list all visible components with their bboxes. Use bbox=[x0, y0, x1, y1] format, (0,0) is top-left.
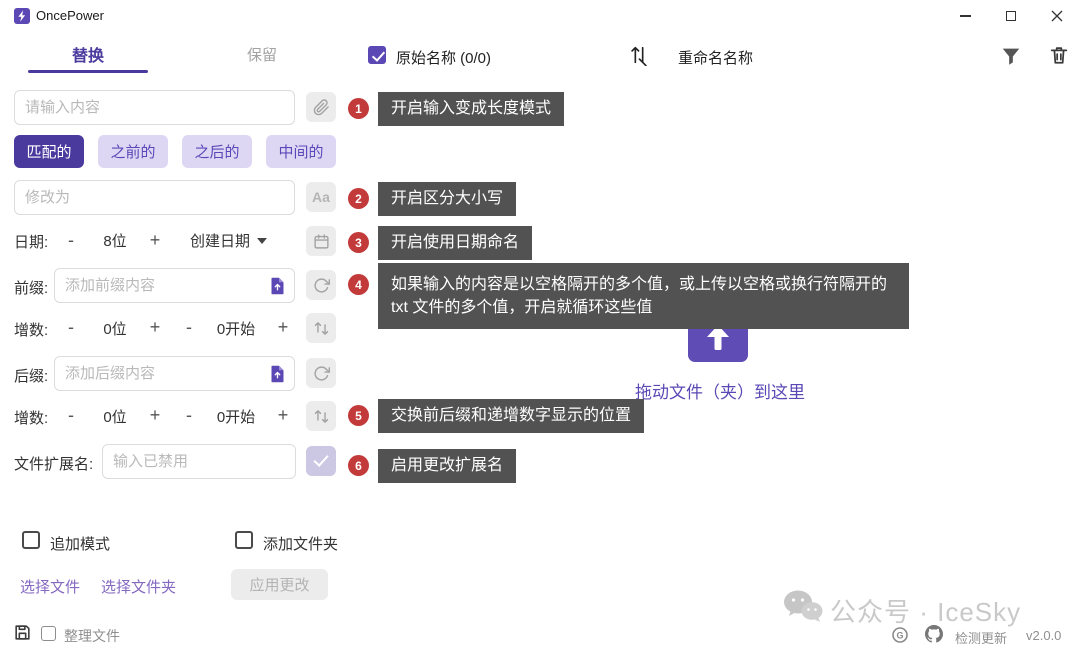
suffix-label: 后缀: bbox=[14, 368, 49, 385]
swap-arrows-icon bbox=[314, 409, 328, 423]
tooltip-6: 启用更改扩展名 bbox=[378, 449, 517, 483]
tooltip-3: 开启使用日期命名 bbox=[378, 226, 533, 260]
inc2-digits-value: 0位 bbox=[103, 409, 127, 426]
case-sensitive-button[interactable]: Aa bbox=[306, 182, 336, 212]
append-mode-label: 追加模式 bbox=[50, 536, 111, 553]
paperclip-icon bbox=[313, 98, 329, 115]
filter-icon[interactable] bbox=[1000, 45, 1022, 72]
case-aa-icon: Aa bbox=[312, 189, 330, 205]
app-logo-icon bbox=[14, 8, 30, 29]
maximize-icon bbox=[1006, 11, 1016, 21]
suffix-cycle-button[interactable] bbox=[306, 358, 336, 388]
version-label: v2.0.0 bbox=[1026, 628, 1062, 643]
select-folder-button[interactable]: 选择文件夹 bbox=[101, 576, 176, 597]
date-label: 日期: bbox=[14, 234, 49, 251]
close-icon bbox=[1051, 10, 1063, 22]
inc1-digits-plus-button[interactable]: + bbox=[144, 314, 166, 340]
inc2-digits-minus-button[interactable]: - bbox=[60, 402, 82, 428]
inc2-swap-button[interactable] bbox=[306, 401, 336, 431]
date-type-dropdown[interactable]: 创建日期 bbox=[190, 230, 268, 251]
mode-middle-button[interactable]: 中间的 bbox=[266, 135, 336, 168]
sort-icon[interactable] bbox=[628, 44, 650, 71]
suffix-input[interactable] bbox=[54, 356, 295, 391]
extension-label: 文件扩展名: bbox=[14, 456, 94, 473]
chevron-down-icon bbox=[257, 237, 268, 244]
maximize-button[interactable] bbox=[988, 0, 1034, 32]
tooltip-5: 交换前后缀和递增数字显示的位置 bbox=[378, 399, 645, 433]
inc1-digits-minus-button[interactable]: - bbox=[60, 314, 82, 340]
select-file-button[interactable]: 选择文件 bbox=[20, 576, 80, 597]
add-folder-label: 添加文件夹 bbox=[263, 536, 339, 553]
tooltip-4: 如果输入的内容是以空格隔开的多个值，或上传以空格或换行符隔开的 txt 文件的多… bbox=[378, 263, 909, 329]
tutorial-badge-1: 1 bbox=[348, 98, 369, 119]
watermark-text: 公众号 · IceSky bbox=[830, 597, 1022, 627]
save-icon[interactable] bbox=[13, 623, 32, 647]
tooltip-2: 开启区分大小写 bbox=[378, 182, 517, 216]
close-button[interactable] bbox=[1034, 0, 1080, 32]
trash-icon[interactable] bbox=[1048, 44, 1070, 71]
tutorial-badge-3: 3 bbox=[348, 232, 369, 253]
minimize-button[interactable] bbox=[942, 0, 988, 32]
original-name-label: 原始名称 (0/0) bbox=[396, 50, 492, 67]
inc1-swap-button[interactable] bbox=[306, 313, 336, 343]
prefix-label: 前缀: bbox=[14, 280, 49, 297]
tab-replace-underline bbox=[28, 70, 148, 73]
date-digits-value: 8位 bbox=[103, 233, 127, 250]
svg-text:G: G bbox=[896, 631, 903, 641]
inc2-digits-plus-button[interactable]: + bbox=[144, 402, 166, 428]
inc1-start-value: 0开始 bbox=[216, 321, 256, 338]
tooltip-1: 开启输入变成长度模式 bbox=[378, 92, 565, 126]
date-type-value: 创建日期 bbox=[190, 233, 251, 250]
add-folder-checkbox[interactable] bbox=[235, 531, 253, 549]
tutorial-badge-5: 5 bbox=[348, 405, 369, 426]
app-title: OncePower bbox=[36, 8, 104, 23]
inc1-digits-value: 0位 bbox=[103, 321, 127, 338]
organize-files-label: 整理文件 bbox=[64, 628, 120, 644]
titlebar: OncePower bbox=[0, 0, 1080, 32]
inc2-start-minus-button[interactable]: - bbox=[178, 402, 200, 428]
length-mode-button[interactable] bbox=[306, 92, 336, 122]
tutorial-badge-6: 6 bbox=[348, 455, 369, 476]
inc1-start-plus-button[interactable]: + bbox=[272, 314, 294, 340]
append-mode-checkbox[interactable] bbox=[22, 531, 40, 549]
original-name-checkbox[interactable] bbox=[368, 46, 386, 64]
organize-files-checkbox[interactable] bbox=[41, 626, 56, 641]
mode-before-button[interactable]: 之前的 bbox=[98, 135, 168, 168]
swap-arrows-icon bbox=[314, 321, 328, 335]
tutorial-badge-2: 2 bbox=[348, 188, 369, 209]
tutorial-badge-4: 4 bbox=[348, 274, 369, 295]
extension-enable-button[interactable] bbox=[306, 446, 336, 476]
github-icon[interactable] bbox=[925, 625, 943, 648]
loop-icon bbox=[313, 277, 330, 293]
minimize-icon bbox=[959, 15, 971, 17]
date-naming-button[interactable] bbox=[306, 226, 336, 256]
inc2-start-plus-button[interactable]: + bbox=[272, 402, 294, 428]
modify-input[interactable] bbox=[14, 180, 295, 215]
loop-icon bbox=[313, 365, 330, 381]
inc2-label: 增数: bbox=[14, 410, 49, 427]
prefix-input[interactable] bbox=[54, 268, 295, 303]
apply-changes-button[interactable]: 应用更改 bbox=[231, 569, 328, 600]
wechat-icon bbox=[782, 588, 824, 629]
inc2-start-value: 0开始 bbox=[216, 409, 256, 426]
check-update-link[interactable]: 检测更新 bbox=[955, 631, 1008, 646]
date-digits-plus-button[interactable]: + bbox=[144, 227, 166, 253]
content-input[interactable] bbox=[14, 90, 295, 125]
mode-after-button[interactable]: 之后的 bbox=[182, 135, 252, 168]
mode-match-button[interactable]: 匹配的 bbox=[14, 135, 84, 168]
calendar-icon bbox=[313, 233, 329, 249]
inc1-label: 增数: bbox=[14, 322, 49, 339]
extension-input[interactable] bbox=[102, 444, 296, 479]
tab-keep[interactable]: 保留 bbox=[246, 47, 277, 64]
gitee-icon[interactable]: G bbox=[892, 627, 908, 648]
rename-column-label: 重命名名称 bbox=[678, 50, 754, 67]
inc1-start-minus-button[interactable]: - bbox=[178, 314, 200, 340]
date-digits-minus-button[interactable]: - bbox=[60, 227, 82, 253]
prefix-cycle-button[interactable] bbox=[306, 270, 336, 300]
dropzone-hint: 拖动文件（夹）到这里 bbox=[635, 383, 805, 402]
tab-replace[interactable]: 替换 bbox=[71, 48, 104, 65]
